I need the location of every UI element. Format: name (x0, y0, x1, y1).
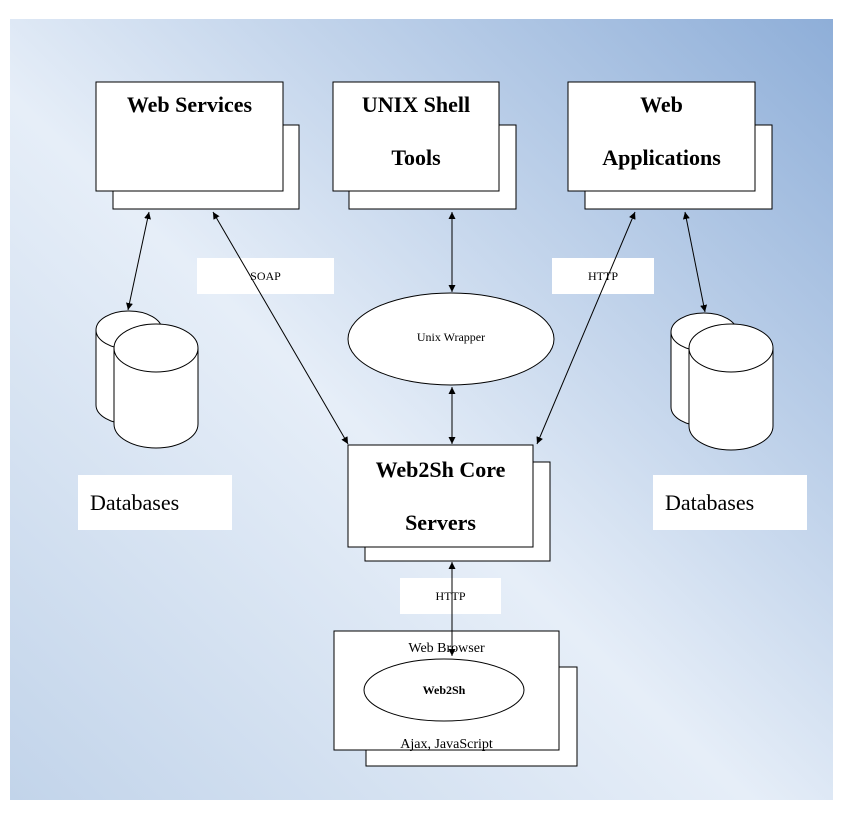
web2sh-ellipse (363, 658, 525, 722)
connectors (126, 211, 708, 656)
unix-wrapper-label: Unix Wrapper (416, 329, 486, 344)
core-servers-box (347, 444, 534, 548)
edge-webapps-databases (682, 211, 708, 313)
http-label-bottom: HTTP (435, 588, 466, 603)
web-services-title: Web Services (126, 92, 253, 117)
http-label-top: HTTP (588, 268, 618, 283)
edge-soap (212, 211, 349, 445)
web2sh-label: Web2Sh (422, 682, 466, 697)
web-browser-label: Web Browser (408, 641, 485, 656)
databases-left-label-box (78, 475, 232, 530)
databases-right-label: Databases (665, 489, 755, 515)
web-applications-title-line1: Web (640, 92, 683, 117)
core-servers-title-line2: Servers (405, 510, 476, 535)
web-applications-title-line2: Applications (602, 145, 721, 170)
ajax-javascript-label: Ajax, JavaScript (400, 737, 493, 752)
unix-shell-tools-box (332, 81, 500, 192)
web-services-box (95, 81, 284, 192)
unix-shell-tools-title-line1: UNIX Shell (361, 92, 471, 117)
unix-shell-tools-title-line2: Tools (391, 145, 441, 170)
web-applications-box (567, 81, 756, 192)
databases-left-cylinders (95, 310, 199, 449)
databases-right-label-box (653, 475, 807, 530)
edge-http-webapps (536, 211, 636, 445)
soap-label: SOAP (250, 268, 281, 283)
edge-webservices-databases (126, 211, 151, 311)
databases-right-cylinders (670, 312, 774, 451)
databases-left-label: Databases (90, 489, 180, 515)
core-servers-title-line1: Web2Sh Core (375, 457, 506, 482)
